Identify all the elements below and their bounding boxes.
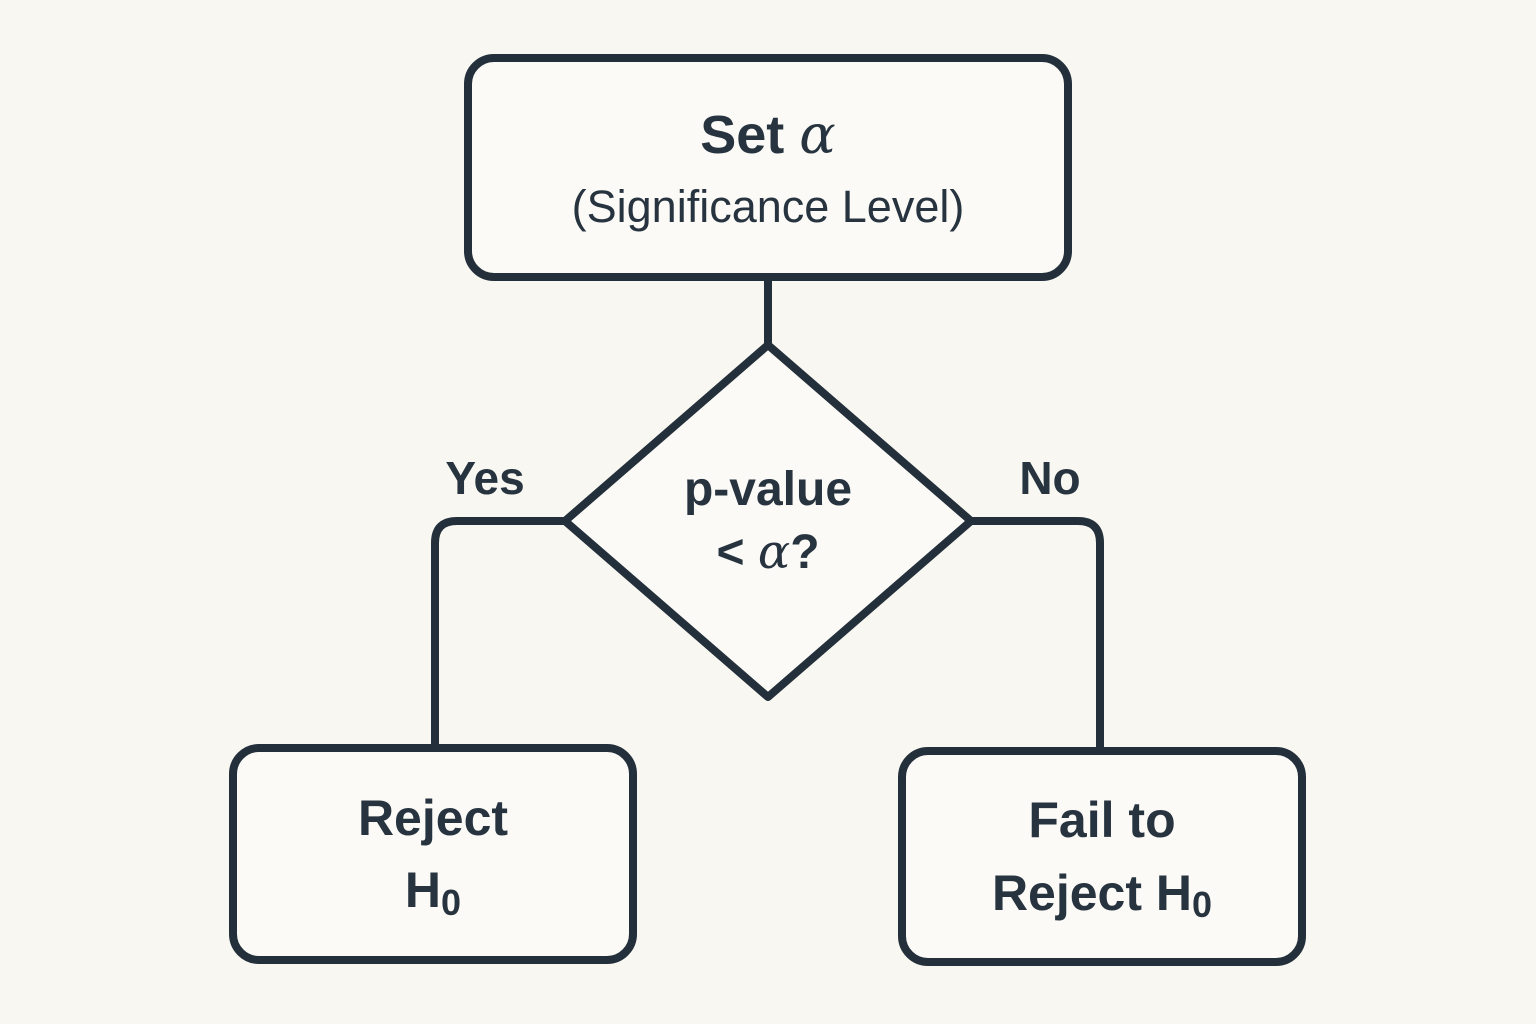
- yes-branch-label: Yes: [445, 452, 525, 504]
- set-alpha-line2: (Significance Level): [571, 180, 965, 232]
- set-alpha-box: Set α (Significance Level): [468, 58, 1068, 277]
- diamond-line2: < α?: [716, 524, 820, 580]
- reject-h0-box: Reject H0: [233, 748, 633, 960]
- alpha-symbol: α: [757, 524, 791, 580]
- decision-diamond: p-value < α?: [588, 430, 948, 612]
- fail-to-reject-h0-box-shape: [898, 747, 1306, 966]
- set-alpha-line1: Set α: [700, 102, 836, 166]
- decision-diamond-shape: [561, 341, 975, 701]
- diamond-line1: p-value: [683, 462, 853, 516]
- h0-subscript: 0: [441, 881, 462, 923]
- connector-diamond-to-failreject: [971, 517, 1104, 755]
- reject-line1: Reject: [357, 789, 509, 846]
- fail-to-reject-h0-box: Fail to Reject H0: [902, 751, 1302, 962]
- failreject-line2: Reject H0: [991, 864, 1213, 926]
- h0-subscript: 0: [1192, 884, 1213, 926]
- reject-line2: H0: [404, 862, 462, 923]
- failreject-line1: Fail to: [1028, 792, 1176, 848]
- connector-diamond-to-reject: [431, 517, 565, 752]
- alpha-symbol: α: [799, 102, 836, 166]
- no-branch-label: No: [1019, 452, 1081, 504]
- reject-h0-box-shape: [229, 744, 637, 964]
- set-alpha-box-shape: [464, 54, 1072, 281]
